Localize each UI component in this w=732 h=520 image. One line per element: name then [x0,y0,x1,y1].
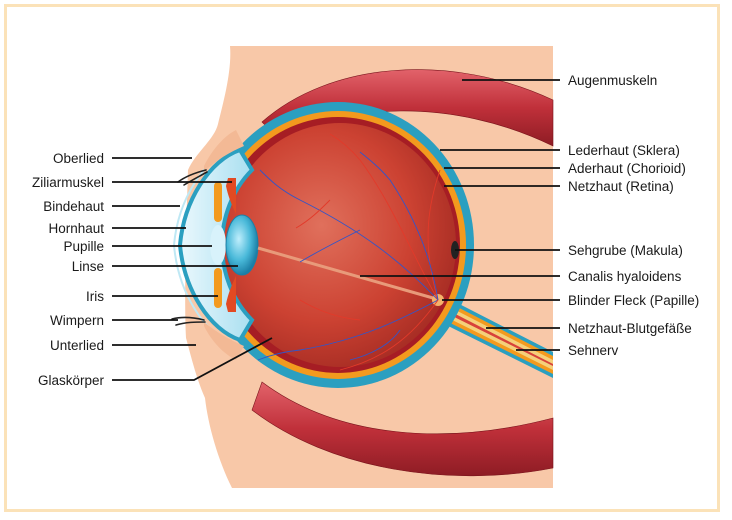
right-labels: Augenmuskeln Lederhaut (Sklera) Aderhaut… [568,73,699,358]
label-unterlied: Unterlied [50,338,104,353]
label-sehgrube: Sehgrube (Makula) [568,243,683,258]
label-wimpern: Wimpern [50,313,104,328]
label-glaskoerper: Glaskörper [38,373,105,388]
label-blinder-fleck: Blinder Fleck (Papille) [568,293,699,308]
label-ziliarmuskel: Ziliarmuskel [32,175,104,190]
iris-upper [214,182,222,222]
label-iris: Iris [86,289,104,304]
label-hornhaut: Hornhaut [48,221,104,236]
iris-lower [214,268,222,308]
label-linse: Linse [72,259,104,274]
pupil [210,225,226,265]
label-oberlied: Oberlied [53,151,104,166]
label-lederhaut: Lederhaut (Sklera) [568,143,680,158]
label-sehnerv: Sehnerv [568,343,619,358]
label-blutgefaesse: Netzhaut-Blutgefäße [568,321,692,336]
label-canalis: Canalis hyaloidens [568,269,682,284]
left-labels: Oberlied Ziliarmuskel Bindehaut Hornhaut… [32,151,105,388]
vitreous-body [224,123,456,367]
label-bindehaut: Bindehaut [43,199,104,214]
label-aderhaut: Aderhaut (Chorioid) [568,161,686,176]
label-augenmuskeln: Augenmuskeln [568,73,657,88]
label-pupille: Pupille [63,239,104,254]
label-netzhaut: Netzhaut (Retina) [568,179,674,194]
